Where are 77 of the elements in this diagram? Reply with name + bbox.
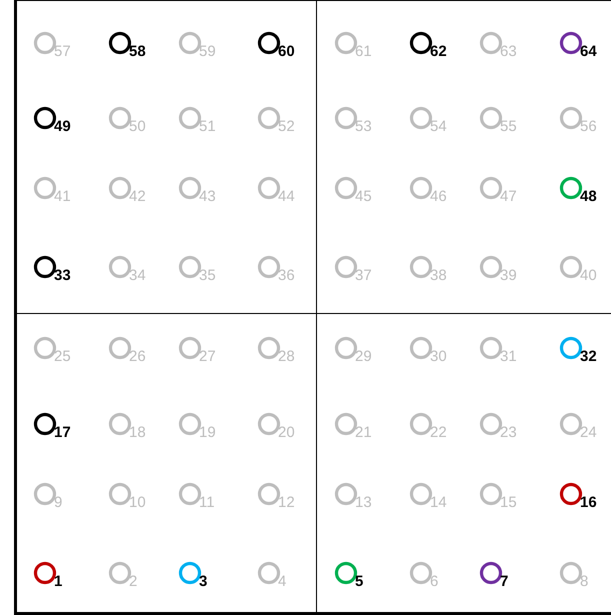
number-label: 39 — [500, 268, 517, 284]
ring-marker — [108, 482, 132, 506]
number-label: 60 — [278, 44, 295, 60]
number-label: 41 — [54, 189, 71, 205]
ring-marker — [479, 482, 503, 506]
quadrant-panel — [14, 0, 317, 314]
number-label: 34 — [129, 268, 146, 284]
number-label: 6 — [430, 574, 438, 590]
number-label: 12 — [278, 495, 295, 511]
ring-marker — [334, 482, 358, 506]
ring-marker — [409, 482, 433, 506]
number-label: 46 — [430, 189, 447, 205]
number-label: 56 — [580, 119, 597, 135]
number-label: 38 — [430, 268, 447, 284]
number-label: 15 — [500, 495, 517, 511]
number-label: 42 — [129, 189, 146, 205]
number-label: 5 — [355, 574, 364, 590]
number-label: 62 — [430, 44, 447, 60]
number-label: 55 — [500, 119, 517, 135]
number-label: 25 — [54, 349, 71, 365]
ring-marker — [108, 412, 132, 436]
number-label: 52 — [278, 119, 295, 135]
number-label: 64 — [580, 44, 597, 60]
number-label: 40 — [580, 268, 597, 284]
number-label: 31 — [500, 349, 517, 365]
number-label: 54 — [430, 119, 447, 135]
number-label: 45 — [355, 189, 372, 205]
number-label: 13 — [355, 495, 372, 511]
number-label: 4 — [278, 574, 286, 590]
number-label: 57 — [54, 44, 71, 60]
number-label: 27 — [199, 349, 216, 365]
ring-marker — [33, 561, 57, 585]
number-label: 44 — [278, 189, 295, 205]
number-label: 19 — [199, 425, 216, 441]
number-label: 20 — [278, 425, 295, 441]
number-label: 9 — [54, 495, 62, 511]
number-label: 24 — [580, 425, 597, 441]
number-label: 23 — [500, 425, 517, 441]
quadrant-panel — [14, 313, 317, 615]
ring-marker — [178, 482, 202, 506]
number-label: 28 — [278, 349, 295, 365]
number-label: 53 — [355, 119, 372, 135]
number-label: 8 — [580, 574, 588, 590]
number-label: 3 — [199, 574, 208, 590]
ring-marker — [257, 482, 281, 506]
ring-marker — [559, 482, 583, 506]
number-label: 11 — [199, 495, 215, 511]
number-label: 14 — [430, 495, 447, 511]
number-label: 1 — [54, 574, 62, 590]
number-label: 50 — [129, 119, 146, 135]
number-label: 29 — [355, 349, 372, 365]
number-label: 33 — [54, 268, 71, 284]
number-label: 61 — [355, 44, 372, 60]
number-label: 49 — [54, 119, 71, 135]
number-label: 21 — [355, 425, 372, 441]
number-label: 22 — [430, 425, 447, 441]
number-label: 47 — [500, 189, 517, 205]
number-label: 2 — [129, 574, 138, 590]
number-label: 32 — [580, 349, 597, 365]
number-label: 35 — [199, 268, 216, 284]
number-label: 59 — [199, 44, 216, 60]
number-label: 37 — [355, 268, 372, 284]
number-label: 16 — [580, 495, 597, 511]
number-label: 10 — [129, 495, 146, 511]
number-label: 48 — [580, 189, 597, 205]
ring-marker — [33, 412, 57, 436]
number-label: 26 — [129, 349, 146, 365]
number-label: 36 — [278, 268, 295, 284]
number-label: 58 — [129, 44, 146, 60]
number-label: 30 — [430, 349, 447, 365]
ring-marker — [178, 412, 202, 436]
number-label: 43 — [199, 189, 216, 205]
number-label: 18 — [129, 425, 146, 441]
number-label: 17 — [54, 425, 71, 441]
number-label: 7 — [500, 574, 508, 590]
number-label: 51 — [199, 119, 216, 135]
number-label: 63 — [500, 44, 517, 60]
